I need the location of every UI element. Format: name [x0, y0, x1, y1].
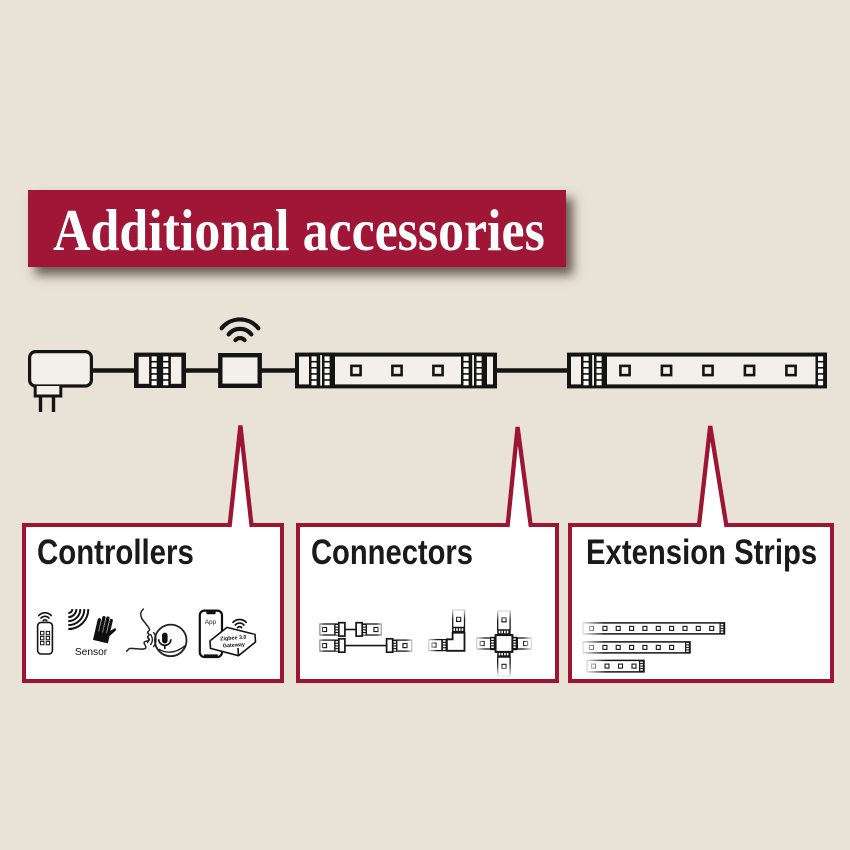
svg-text:App: App	[204, 619, 216, 626]
svg-text:Zigbee 3.0: Zigbee 3.0	[220, 635, 247, 643]
svg-text:Sensor: Sensor	[75, 647, 108, 658]
svg-text:Gateway: Gateway	[222, 642, 244, 650]
